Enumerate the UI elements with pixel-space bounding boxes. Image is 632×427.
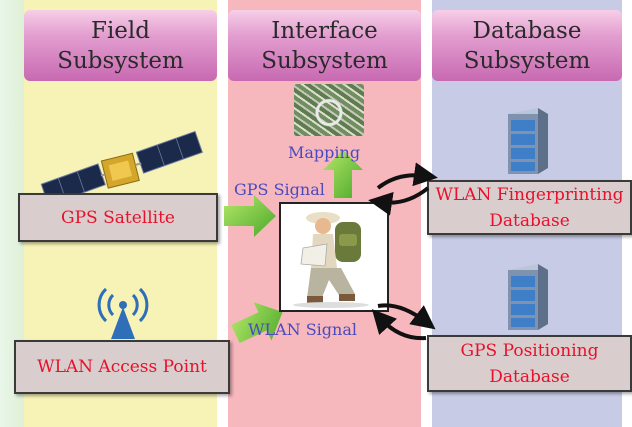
gps-satellite-box: GPS Satellite bbox=[18, 193, 218, 242]
wlan-access-point-box: WLAN Access Point bbox=[14, 340, 230, 394]
wlan-signal-label: WLAN Signal bbox=[248, 320, 357, 339]
field-subsystem-title: Field Subsystem bbox=[57, 17, 184, 74]
wlan-fingerprinting-database-label: WLAN Fingerprinting Database bbox=[435, 184, 624, 231]
mapping-label: Mapping bbox=[288, 143, 361, 162]
map-thumbnail bbox=[294, 84, 364, 136]
green-arrow-icon-gps bbox=[224, 195, 276, 237]
double-arrow-icon-top bbox=[368, 162, 438, 216]
green-arrow-icon-wlan bbox=[231, 302, 283, 344]
wifi-antenna-icon bbox=[97, 287, 149, 339]
satellite-icon bbox=[40, 130, 203, 206]
interface-subsystem-title: Interface Subsystem bbox=[261, 17, 388, 74]
interface-subsystem-header: Interface Subsystem bbox=[228, 10, 421, 81]
gps-positioning-database-label: GPS Positioning Database bbox=[460, 340, 599, 387]
field-subsystem-header: Field Subsystem bbox=[24, 10, 217, 81]
wlan-access-point-label: WLAN Access Point bbox=[37, 357, 207, 377]
gps-positioning-database-box: GPS Positioning Database bbox=[427, 335, 632, 392]
database-subsystem-title: Database Subsystem bbox=[463, 17, 591, 74]
server-icon-top bbox=[508, 108, 548, 174]
gps-signal-label: GPS Signal bbox=[234, 180, 325, 199]
wlan-fingerprinting-database-box: WLAN Fingerprinting Database bbox=[427, 180, 632, 235]
server-icon-bottom bbox=[508, 264, 548, 330]
double-arrow-icon-bottom bbox=[371, 303, 436, 341]
gps-satellite-label: GPS Satellite bbox=[61, 207, 175, 228]
green-arrow-icon-up bbox=[323, 150, 363, 198]
database-subsystem-header: Database Subsystem bbox=[432, 10, 622, 81]
hiker-photo bbox=[279, 202, 389, 312]
